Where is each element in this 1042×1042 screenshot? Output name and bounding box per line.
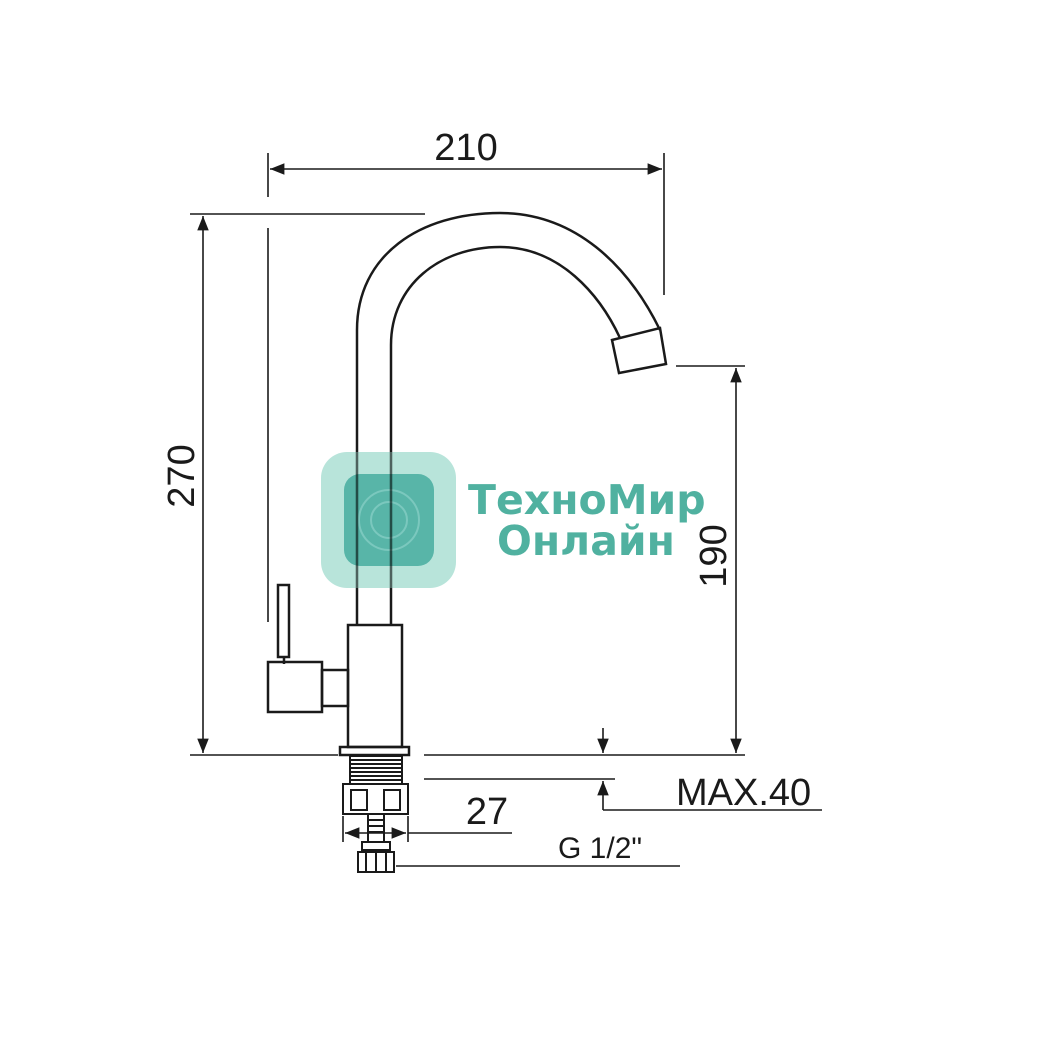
dim-hole-label: 27 (466, 791, 508, 833)
lever-block (266, 660, 324, 714)
lever-handle (276, 583, 291, 659)
watermark-line2: Онлайн (497, 517, 675, 565)
watermark-line1: ТехноМир (468, 476, 706, 524)
mixer-body (346, 623, 404, 749)
dim-spout-label: 190 (693, 524, 735, 587)
hose-fitting (361, 841, 391, 851)
watermark: ТехноМир Онлайн (321, 452, 706, 588)
spout-outer (355, 211, 662, 625)
dim-thread-label: G 1/2" (558, 832, 642, 865)
mount-assembly (342, 755, 409, 873)
dimension-lines (190, 153, 822, 867)
lever-connector (320, 668, 350, 708)
faucet-outline (266, 211, 668, 757)
aerator (610, 326, 668, 375)
spout-inner (389, 245, 622, 625)
base-flange (338, 745, 411, 757)
dim-max-label: MAX.40 (676, 772, 811, 814)
dim-width-label: 210 (434, 127, 497, 169)
dim-height-label: 270 (161, 444, 203, 507)
hose-stem (367, 813, 385, 843)
